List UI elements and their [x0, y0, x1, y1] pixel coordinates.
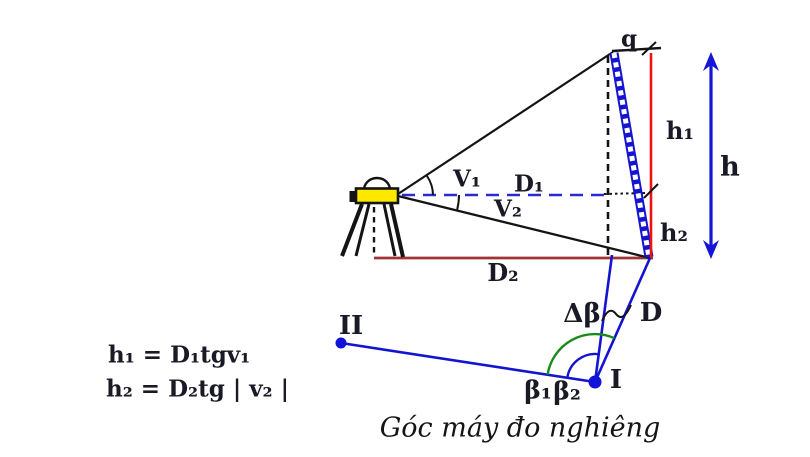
leveling-staff-stripes	[611, 52, 652, 258]
label-q: q	[620, 25, 638, 53]
theodolite-body	[354, 187, 400, 205]
figure-caption: Góc máy đo nghiêng	[379, 412, 661, 444]
label-d1: D₁	[513, 170, 545, 198]
label-h2: h₂	[660, 218, 688, 247]
label-beta2: β₂	[553, 376, 581, 406]
station-i-point	[588, 375, 602, 389]
tripod-leg-outer-left	[340, 203, 364, 257]
formula-h2: h₂ = D₂tg | v₂ |	[106, 375, 290, 403]
label-distance-d: D	[639, 298, 663, 328]
theodolite	[340, 176, 405, 258]
mid-tick-slash	[643, 183, 659, 199]
top-tick-line	[611, 46, 662, 53]
h-arrow-head-down-icon	[703, 240, 719, 259]
h-arrow-head-up-icon	[703, 52, 719, 71]
label-h1: h₁	[666, 116, 694, 145]
direction-line-right	[593, 257, 652, 383]
beta2-angle-arc	[566, 352, 599, 379]
v2-angle-arc	[456, 194, 460, 210]
sight-line-upper	[397, 51, 614, 195]
label-v2: V₂	[494, 195, 522, 223]
label-station-ii: II	[338, 311, 364, 341]
baseline-ii-i	[340, 341, 596, 384]
label-beta1: β₁	[524, 375, 552, 405]
label-station-i: I	[609, 365, 623, 395]
label-delta-beta: Δβ	[563, 299, 601, 329]
station-ii-point	[335, 337, 347, 349]
tripod-leg-outer-right	[389, 203, 405, 258]
formula-h1: h₁ = D₁tgv₁	[108, 341, 251, 369]
d1-dotted-extension	[603, 192, 648, 195]
top-tick-slash	[641, 41, 657, 56]
sight-line-lower	[397, 194, 651, 260]
delta-beta-angle-mark	[601, 304, 632, 322]
theodolite-eyepiece	[349, 191, 357, 202]
tripod-leg-inner-right	[382, 203, 397, 257]
label-v1: V₁	[453, 165, 481, 193]
beta1-angle-arc	[546, 332, 615, 375]
v1-angle-arc	[426, 175, 434, 196]
label-h: h	[720, 151, 740, 183]
tripod-leg-inner-left	[354, 203, 371, 257]
label-d2: D₂	[487, 258, 519, 287]
